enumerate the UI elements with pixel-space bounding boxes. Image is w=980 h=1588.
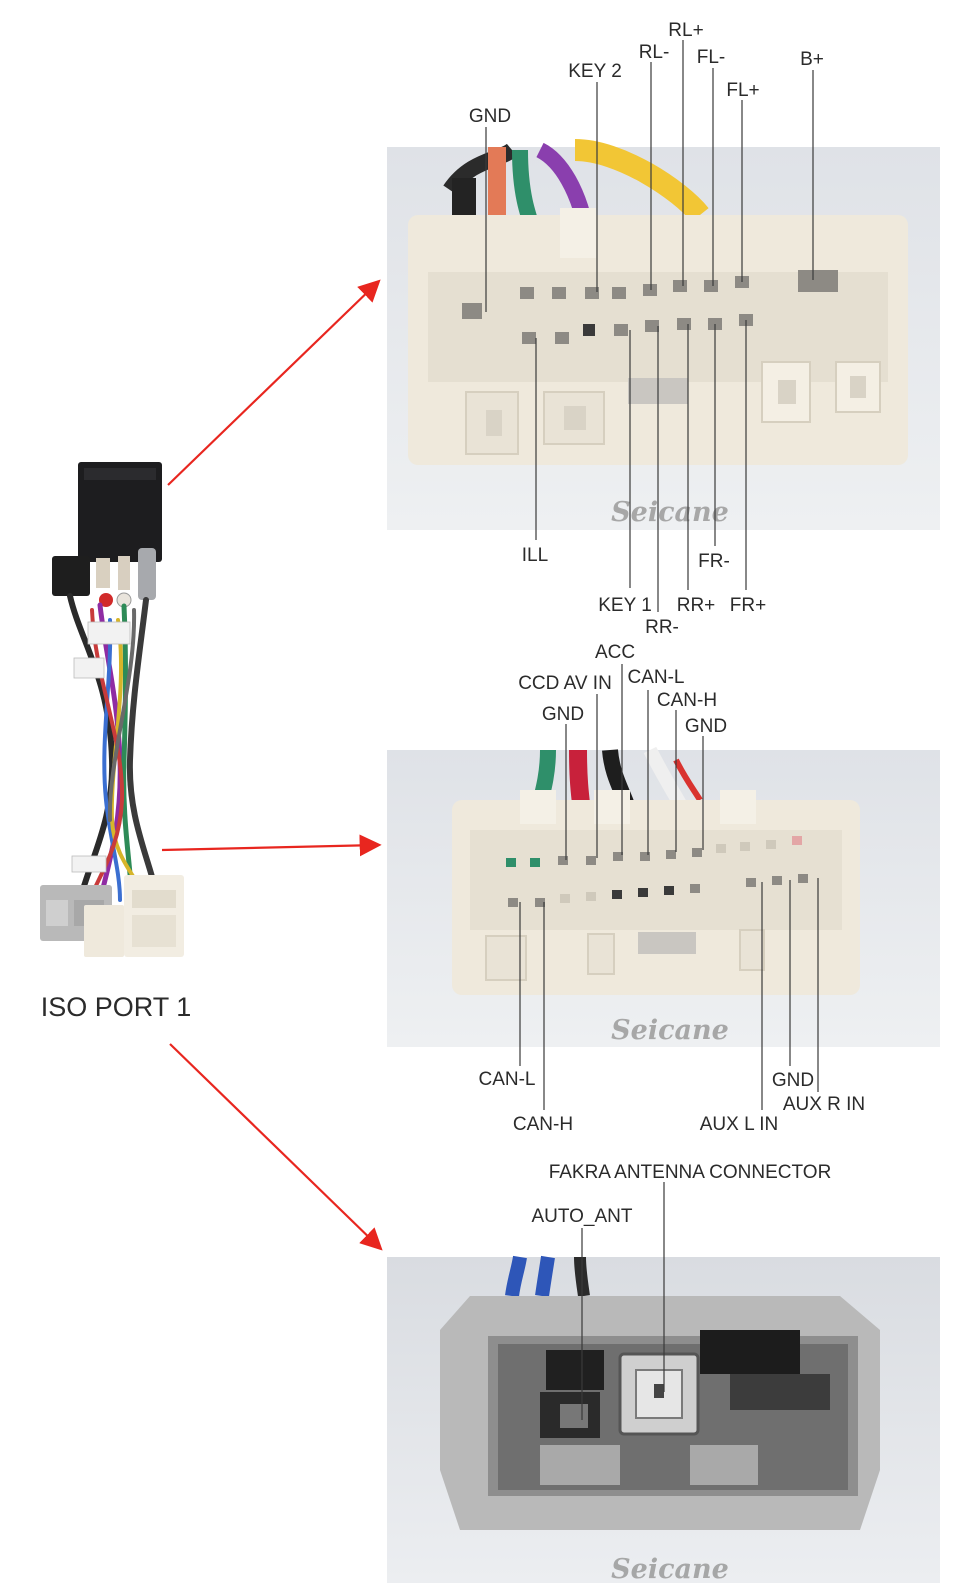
- label-aux-l-in: AUX L IN: [700, 1114, 779, 1135]
- panel-3-leaders: [581, 1182, 665, 1420]
- label-fl-plus: FL+: [726, 80, 759, 101]
- label-can-h-top: CAN-H: [657, 690, 717, 711]
- label-fr-plus: FR+: [730, 595, 766, 616]
- label-key-1: KEY 1: [598, 595, 652, 616]
- arrow-to-panel-3: [169, 1043, 383, 1251]
- harness-module: [78, 462, 162, 562]
- label-rr-plus: RR+: [677, 595, 716, 616]
- arrow-to-panel-1: [167, 279, 381, 486]
- label-can-l-top: CAN-L: [627, 667, 684, 688]
- watermark-2: Seicane: [611, 1015, 729, 1046]
- label-rl-minus: RL-: [639, 42, 670, 63]
- label-key-2: KEY 2: [568, 61, 622, 82]
- arrow-to-panel-2: [161, 834, 382, 857]
- label-gnd-left: GND: [542, 704, 584, 725]
- panel-2-leaders: [519, 664, 819, 1110]
- panel-1-leaders: [485, 40, 814, 612]
- label-gnd-right: GND: [685, 716, 727, 737]
- label-acc: ACC: [595, 642, 635, 663]
- label-can-l-bottom: CAN-L: [478, 1069, 535, 1090]
- label-rr-minus: RR-: [645, 617, 679, 638]
- label-gnd-1: GND: [469, 106, 511, 127]
- label-gnd-bottom: GND: [772, 1070, 814, 1091]
- watermark-1: Seicane: [611, 497, 729, 528]
- iso-port-label: ISO PORT 1: [41, 992, 192, 1022]
- label-auto-ant: AUTO_ANT: [531, 1206, 632, 1227]
- harness-illustration: [40, 462, 184, 957]
- panel-2-photo: [387, 746, 940, 1047]
- watermark-3: Seicane: [611, 1554, 729, 1585]
- label-ccd-av-in: CCD AV IN: [518, 673, 612, 694]
- label-fl-minus: FL-: [697, 47, 726, 68]
- label-aux-r-in: AUX R IN: [783, 1094, 865, 1115]
- label-can-h-bottom: CAN-H: [513, 1114, 573, 1135]
- label-fr-minus: FR-: [698, 551, 730, 572]
- label-ill: ILL: [522, 545, 548, 566]
- label-rl-plus: RL+: [668, 20, 703, 41]
- label-b-plus: B+: [800, 49, 824, 70]
- panel-1-photo: [387, 139, 940, 530]
- label-fakra-antenna-connector: FAKRA ANTENNA CONNECTOR: [549, 1162, 832, 1183]
